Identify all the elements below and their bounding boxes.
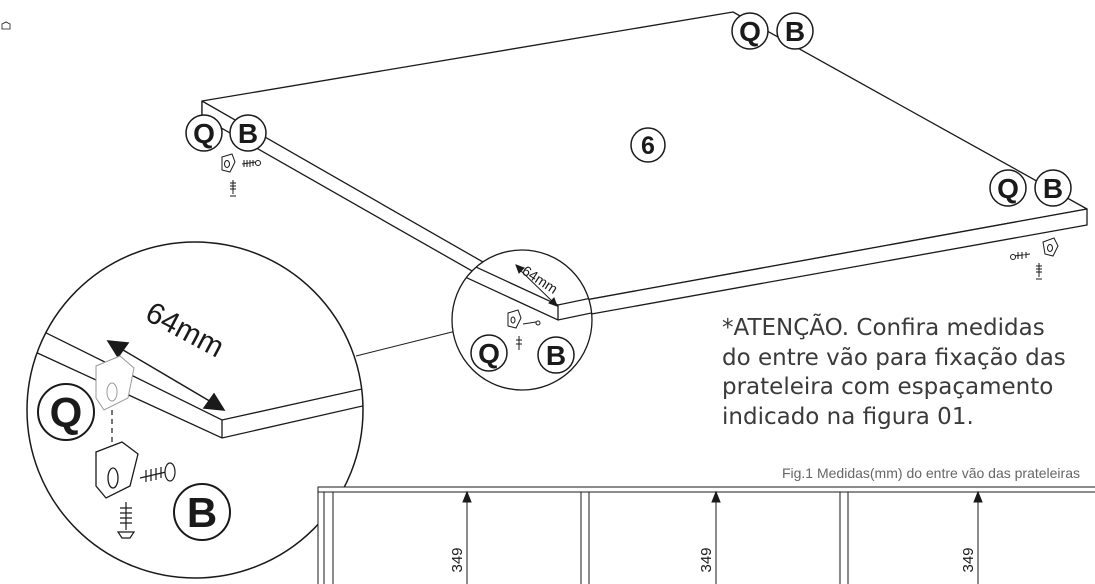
b-label: B xyxy=(785,16,805,47)
part-number: 6 xyxy=(641,132,655,160)
shelf-support-bracket xyxy=(95,441,139,499)
q-label: Q xyxy=(478,338,500,369)
small-hardware xyxy=(507,309,541,350)
note-line: do entre vão para fixação das xyxy=(722,344,1066,371)
q-label: Q xyxy=(193,118,215,149)
b-label: B xyxy=(238,118,258,149)
hardware-right xyxy=(1010,237,1059,280)
measurement-label: 349 xyxy=(698,547,715,572)
b-label: B xyxy=(187,489,217,536)
horizontal-screw xyxy=(139,462,176,482)
measurement-label: 349 xyxy=(960,547,977,572)
detail-circle-large: 64mm Q B xyxy=(26,241,364,579)
note-line: indicado na figura 01. xyxy=(722,403,974,430)
corner-mark xyxy=(1,21,11,30)
part-number-badge: 6 xyxy=(630,127,666,163)
figure-caption: Fig.1 Medidas(mm) do entre vão das prate… xyxy=(781,465,1080,481)
q-label: Q xyxy=(50,389,83,436)
q-label: Q xyxy=(739,16,761,47)
vertical-screw xyxy=(116,502,136,539)
figure-1-cabinet xyxy=(317,486,1095,584)
measure-arrows xyxy=(462,490,983,584)
b-label: B xyxy=(1043,173,1063,204)
qb-label-left: Q B xyxy=(185,114,267,152)
qb-label-top: Q B xyxy=(731,12,814,50)
attention-note: *ATENÇÃO. Confira medidas do entre vão p… xyxy=(722,314,1082,432)
detail-leader-line xyxy=(355,329,461,357)
b-label: B xyxy=(546,340,566,371)
note-line: prateleira com espaçamento xyxy=(722,374,1054,400)
shelf-panel xyxy=(201,11,1088,321)
ghost-bracket xyxy=(95,355,135,411)
detail-circle-small: 64mm Q B xyxy=(451,249,593,391)
note-line: *ATENÇÃO. Confira medidas xyxy=(722,315,1045,341)
q-label: Q xyxy=(997,173,1019,204)
qb-label-right: Q B xyxy=(989,169,1072,207)
measurement-label: 349 xyxy=(449,547,466,572)
hardware-left xyxy=(221,153,261,197)
